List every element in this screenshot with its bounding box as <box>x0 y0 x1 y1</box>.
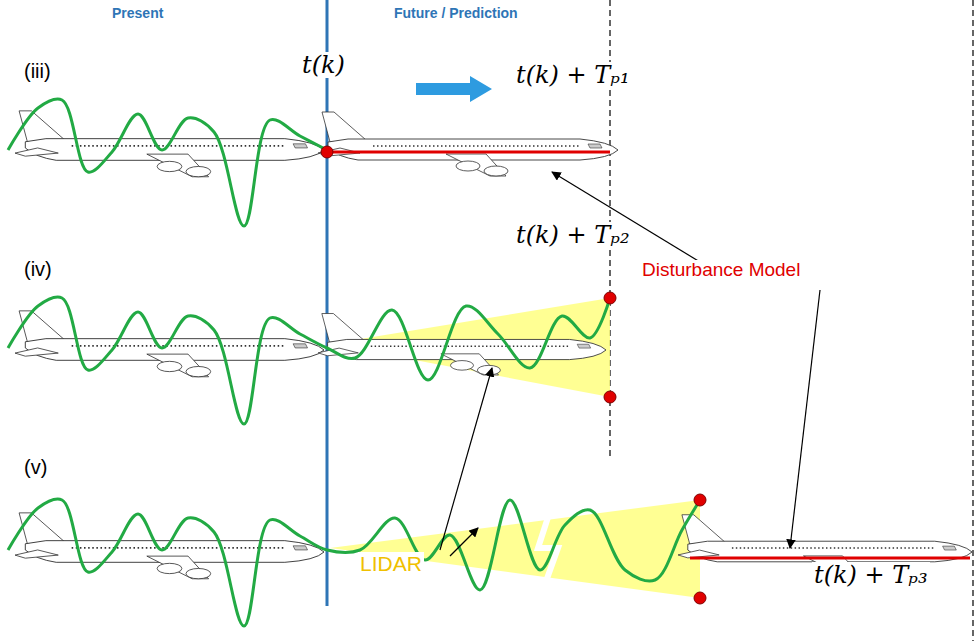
model-line <box>690 557 970 560</box>
range-break <box>538 505 558 598</box>
leader-line <box>790 290 820 548</box>
column-heading: Present <box>110 6 165 21</box>
turbulence-curve <box>8 297 610 424</box>
time-label: t(k) + Tₚ₃ <box>812 562 930 588</box>
point <box>604 391 616 403</box>
model-line <box>327 151 610 154</box>
leader-line <box>450 528 478 556</box>
leader-line <box>552 172 700 262</box>
callout-label: LIDAR <box>358 552 424 575</box>
leader-line <box>440 368 492 550</box>
turbulence-curve <box>8 99 327 226</box>
present-line <box>326 0 329 606</box>
time-arrow <box>416 76 492 102</box>
point <box>604 292 616 304</box>
airplane <box>318 112 618 176</box>
horizon-line <box>972 0 973 641</box>
lidar-cone <box>330 500 700 598</box>
airplane <box>318 314 606 375</box>
row-number: (v) <box>22 456 49 478</box>
time-label: t(k) + Tₚ₁ <box>514 62 632 88</box>
turbulence-curve <box>8 499 700 626</box>
time-label: t(k) + Tₚ₂ <box>514 222 632 248</box>
point <box>694 592 706 604</box>
column-heading: Future / Prediction <box>392 6 520 21</box>
row-number: (iv) <box>22 258 54 280</box>
point <box>694 494 706 506</box>
time-label: t(k) <box>300 52 347 78</box>
callout-label: Disturbance Model <box>640 260 802 281</box>
point <box>321 146 333 158</box>
row-number: (iii) <box>22 60 53 82</box>
